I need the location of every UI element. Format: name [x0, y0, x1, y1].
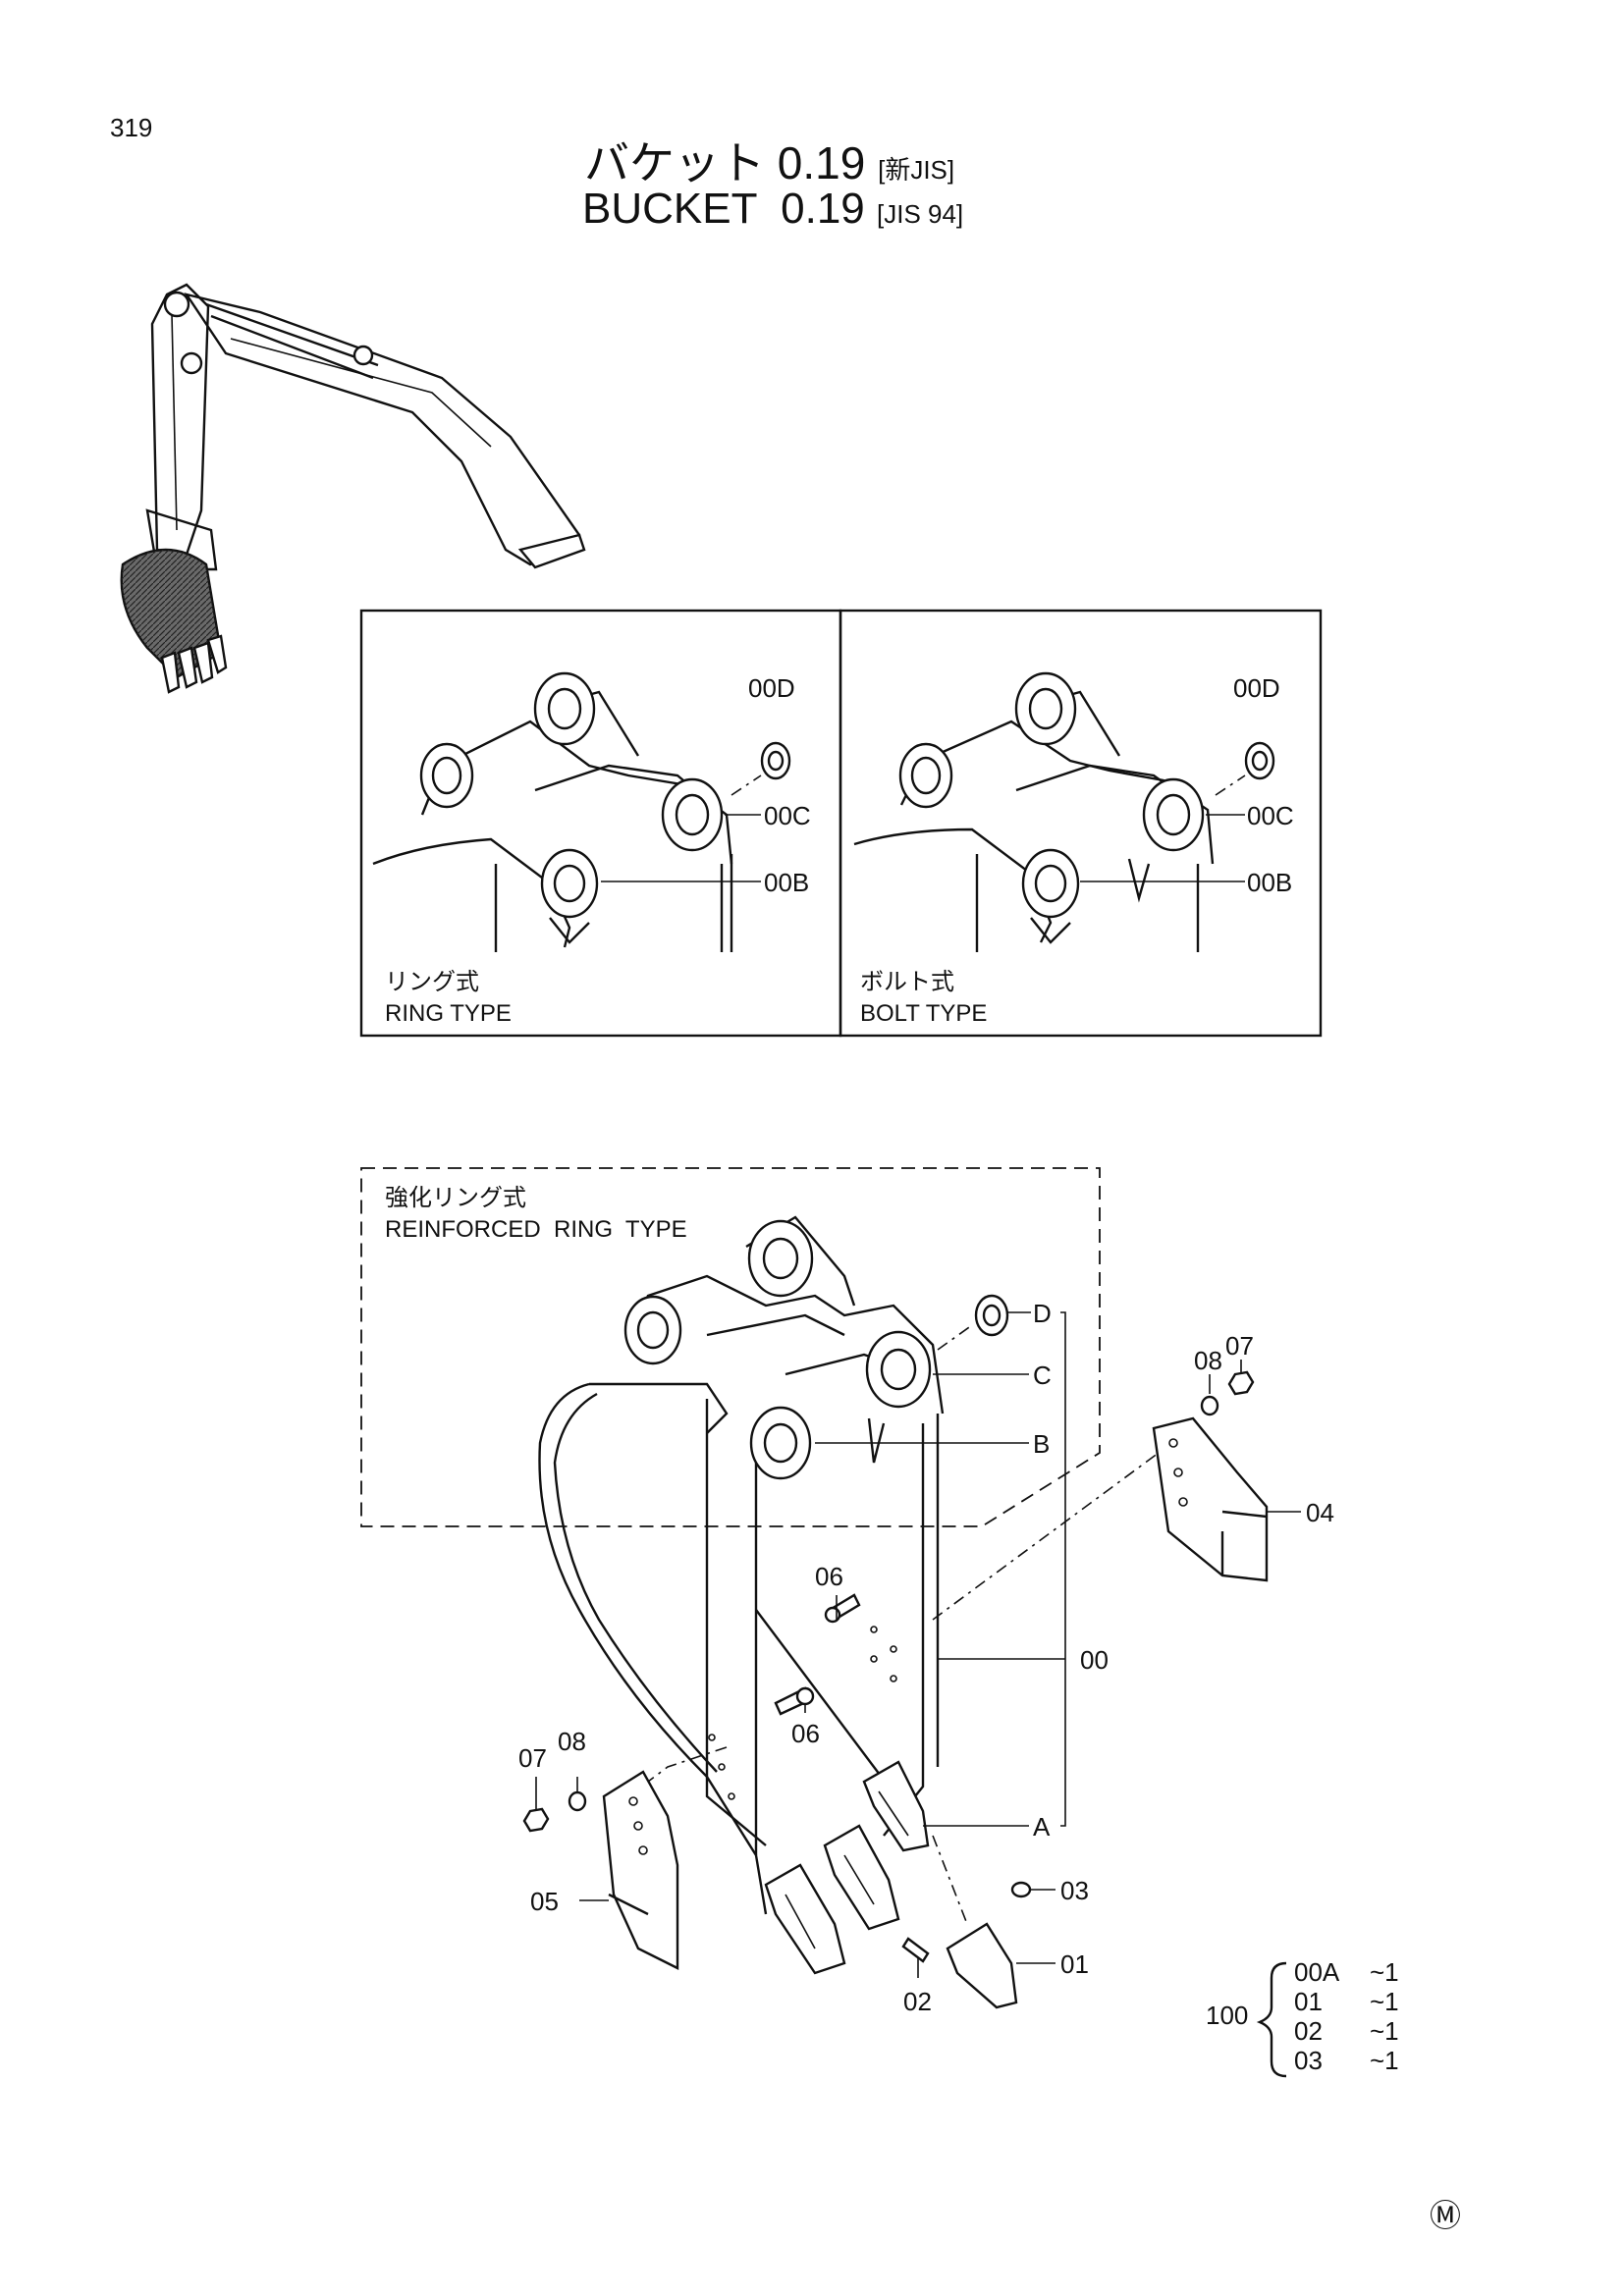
callout-07-left: 07 [518, 1743, 547, 1773]
bucket-assembly-drawing [522, 1215, 1269, 2009]
kit-list: 100 00A ~1 01 ~1 02 ~1 03 ~1 [1206, 1957, 1399, 2078]
bolt-caption-jp: ボルト式 [860, 969, 954, 995]
ring-type-bracket-drawing [372, 671, 791, 952]
callout-04: 04 [1306, 1498, 1334, 1527]
kit-item-part: 03 [1294, 2046, 1323, 2075]
callout-d: D [1033, 1299, 1052, 1328]
leader-lines [535, 1311, 1301, 1978]
callout-01: 01 [1060, 1949, 1089, 1979]
title-jp-standard: [新JIS] [878, 155, 955, 185]
excavator-arm-illustration [120, 283, 586, 694]
bolt-type-bracket-drawing [853, 671, 1275, 952]
kit-item-part: 00A [1294, 1957, 1340, 1987]
kit-number: 100 [1206, 2001, 1248, 2030]
callout-05: 05 [530, 1887, 559, 1916]
callout-07-right: 07 [1225, 1331, 1254, 1361]
callout-06-lower: 06 [791, 1719, 820, 1748]
callout-00: 00 [1080, 1645, 1109, 1675]
callout-02: 02 [903, 1987, 932, 2016]
title-jp-main: バケット 0.19 [584, 137, 866, 188]
bolt-label-00b: 00B [1247, 868, 1292, 897]
callout-03: 03 [1060, 1876, 1089, 1905]
model-mark: Ⓜ [1430, 2198, 1461, 2233]
title-en-standard: [JIS 94] [877, 199, 964, 229]
kit-item-qty: ~1 [1370, 1987, 1399, 2016]
title-en-main: BUCKET 0.19 [582, 185, 865, 233]
bolt-label-00d: 00D [1233, 673, 1280, 703]
title-english: BUCKET 0.19 [JIS 94] [582, 185, 963, 234]
callout-c: C [1033, 1361, 1052, 1390]
ring-label-00b: 00B [764, 868, 809, 897]
reinforced-caption-en: REINFORCED RING TYPE [385, 1216, 687, 1243]
callout-06-upper: 06 [815, 1562, 843, 1591]
ring-label-00c: 00C [764, 801, 811, 830]
title-japanese: バケット 0.19 [新JIS] [584, 128, 954, 192]
bolt-type-frame [839, 609, 1323, 1038]
reinforced-caption-jp: 強化リング式 [385, 1185, 526, 1211]
kit-item-qty: ~1 [1370, 2046, 1399, 2075]
callout-a: A [1033, 1812, 1051, 1842]
kit-item-qty: ~1 [1370, 1957, 1399, 1987]
reinforced-ring-box [360, 1167, 1101, 1527]
ring-caption-jp: リング式 [385, 969, 479, 995]
callout-08-right: 08 [1194, 1346, 1222, 1375]
page-number: 319 [110, 113, 153, 142]
kit-item-part: 01 [1294, 1987, 1323, 2016]
bolt-caption-en: BOLT TYPE [860, 1000, 987, 1027]
ring-label-00d: 00D [748, 673, 795, 703]
ring-caption-en: RING TYPE [385, 1000, 512, 1027]
callout-08-left: 08 [558, 1727, 586, 1756]
kit-item-part: 02 [1294, 2016, 1323, 2046]
callout-b: B [1033, 1429, 1050, 1459]
bolt-label-00c: 00C [1247, 801, 1294, 830]
kit-item-qty: ~1 [1370, 2016, 1399, 2046]
